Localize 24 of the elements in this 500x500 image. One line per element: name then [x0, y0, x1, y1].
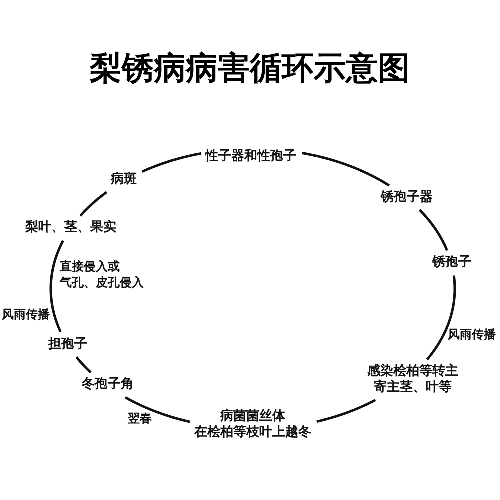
edge-label: 风雨传播 — [448, 328, 496, 342]
annotation-text: 直接侵入或 — [60, 260, 120, 274]
stage-label: 担孢子 — [48, 337, 88, 353]
cycle-arc — [426, 276, 456, 360]
cycle-arc — [76, 356, 92, 374]
stage-label: 感染桧柏等转主寄主茎、叶等 — [366, 364, 460, 396]
cycle-arc — [316, 399, 376, 424]
annotation-text: 气孔、皮孔侵入 — [60, 276, 144, 290]
stage-label: 病菌菌丝体 在桧柏等枝叶上越冬 — [194, 409, 312, 441]
cycle-arc — [418, 209, 448, 252]
cycle-arc — [80, 191, 108, 217]
cycle-arc — [142, 152, 202, 174]
stage-label: 冬孢子角 — [82, 377, 134, 393]
cycle-arc — [302, 152, 390, 187]
edge-label: 风雨传播 — [2, 308, 50, 322]
stage-label: 性子器和性孢子 — [206, 149, 296, 165]
cycle-arc — [50, 240, 64, 333]
stage-label: 锈孢子器 — [381, 190, 433, 206]
stage-label: 梨叶、茎、果实 — [26, 220, 116, 236]
edge-label: 翌春 — [128, 412, 152, 426]
cycle-arc — [124, 396, 190, 424]
diagram-title: 梨锈病病害循环示意图 — [90, 48, 410, 88]
stage-label: 锈孢子 — [432, 255, 472, 271]
stage-label: 病斑 — [111, 172, 137, 188]
